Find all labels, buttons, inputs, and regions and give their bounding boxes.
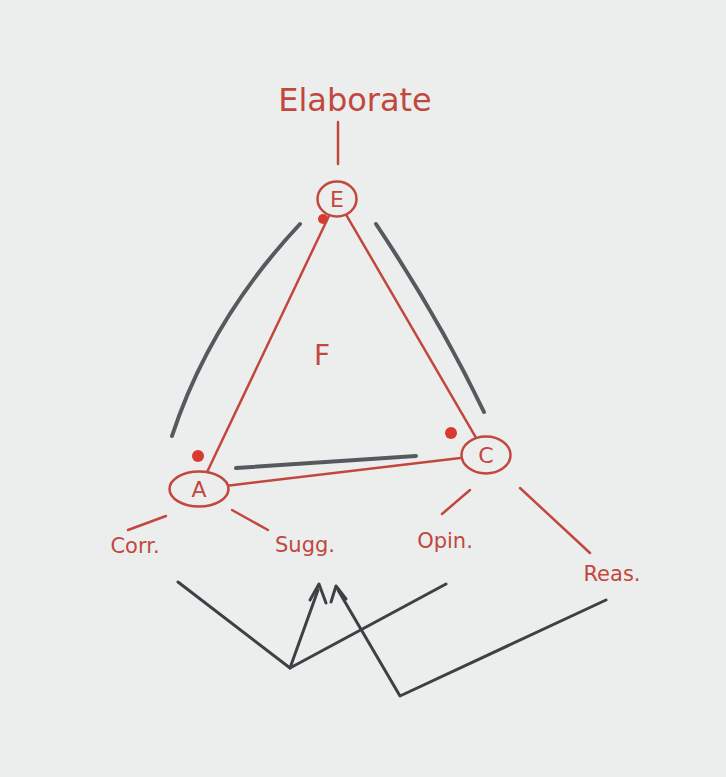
node-letter: E: [316, 187, 358, 212]
board-label: Opin.: [417, 529, 473, 553]
merge-arrow: [290, 590, 318, 668]
triangle-side: [208, 216, 329, 470]
circle-node: E: [316, 180, 358, 218]
outer-stroke: [172, 224, 300, 436]
board-label: F: [314, 339, 330, 372]
leader-line: [128, 516, 166, 530]
red-dot: [192, 450, 204, 462]
circle-node: A: [168, 470, 230, 508]
board-label: Elaborate: [278, 81, 432, 119]
triangle-side: [229, 458, 460, 485]
board-label: Reas.: [583, 562, 640, 586]
leader-line: [520, 488, 590, 553]
return-arrow: [338, 590, 606, 696]
leader-line: [337, 122, 340, 164]
leader-line: [442, 490, 470, 514]
triangle-side: [347, 216, 476, 437]
merge-arrow: [178, 582, 446, 668]
outer-stroke: [376, 224, 484, 412]
board-label: Corr.: [110, 534, 159, 558]
board-label: Sugg.: [275, 533, 335, 557]
node-letter: C: [460, 443, 512, 468]
node-letter: A: [168, 477, 230, 502]
leader-line: [232, 510, 268, 530]
arrow-head: [331, 586, 346, 602]
circle-node: C: [460, 435, 512, 475]
arrow-head: [310, 584, 326, 603]
red-dot: [445, 427, 457, 439]
